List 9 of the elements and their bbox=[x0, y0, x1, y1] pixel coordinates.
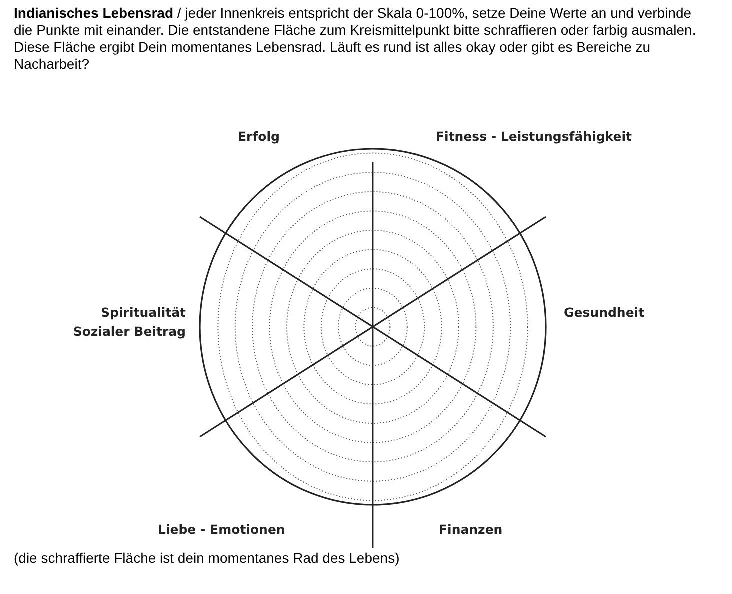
sector-label: Liebe - Emotionen bbox=[158, 522, 286, 537]
sector-label: Finanzen bbox=[439, 522, 503, 537]
instruction-text: Indianisches Lebensrad / jeder Innenkreis entspricht der Skala 0-100%, setze Deine Werte an und verbinde die Punkte mit einander. Die entstandene Fläche zum Kreismittelpunkt bitte schraffieren oder farbig ausmalen. Diese Fläche ergibt Dein momentanes Lebensrad. Läuft es rund ist alles okay oder gibt es Bereiche zu Nacharbeit? bbox=[14, 5, 698, 73]
sector-label: Spiritualität bbox=[100, 305, 186, 320]
caption-text: (die schraffierte Fläche ist dein momentanes Rad des Lebens) bbox=[14, 550, 400, 567]
sector-label: Gesundheit bbox=[564, 305, 645, 320]
sector-label: Sozialer Beitrag bbox=[72, 324, 186, 339]
sector-label: Erfolg bbox=[238, 129, 280, 144]
sector-label: Fitness - Leistungsfähigkeit bbox=[436, 129, 632, 144]
